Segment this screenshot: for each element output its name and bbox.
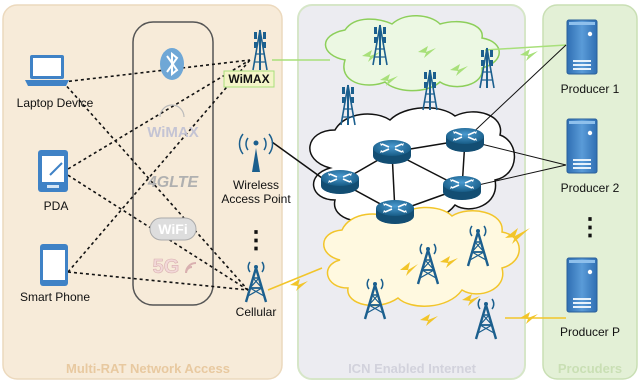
wap-label-line1: Wireless [233,178,279,192]
producerP-label: Producer P [560,325,620,339]
wireless-access-point-icon [238,133,274,172]
router-icon [442,175,482,201]
server-icon [566,118,598,174]
rat-pill [132,21,214,306]
wimax-logo: WiMAX [147,104,199,141]
smartphone-label: Smart Phone [20,290,90,304]
svg-text:WiFi: WiFi [158,221,187,237]
router-icon [375,199,415,225]
smartphone-icon [40,244,68,286]
pda-icon [38,150,68,192]
laptop-icon [25,55,69,86]
svg-text:4GLTE: 4GLTE [147,174,200,191]
producer2-link-b [464,164,567,189]
green-bolts [362,46,538,86]
fiveg-logo: 5G [152,256,197,278]
icn-section-title: ICN Enabled Internet [348,361,477,376]
wap-link [271,141,323,179]
router-icon [320,169,360,195]
producer1-link [464,44,567,141]
cellular-link [267,267,323,291]
producer1-green-link [484,44,567,51]
wimax-label-box [223,70,275,88]
server-icon [566,257,598,313]
lte-logo: 4GLTE [147,174,200,191]
cellular-label: Cellular [236,305,277,319]
cellular-cloud [323,206,520,307]
laptop-label: Laptop Device [17,96,94,110]
wap-label-line2: Access Point [221,192,291,206]
producer1-label: Producer 1 [561,82,620,96]
producers-section-title: Procuders [558,361,622,376]
access-section-title: Multi-RAT Network Access [66,361,230,376]
router-icon [445,127,485,153]
access-ellipsis: ⋮ [244,227,268,254]
pda-label: PDA [44,199,69,213]
producer2-label: Producer 2 [561,181,620,195]
yellow-bolts [290,228,538,326]
svg-text:5G: 5G [153,256,180,278]
wifi-logo: WiFi [149,217,197,241]
bluetooth-icon [160,48,184,80]
router-icon [372,139,412,165]
producer-ellipsis: ⋮ [578,214,602,241]
svg-text:WiMAX: WiMAX [147,124,199,141]
wimax-cloud [324,15,500,92]
wimax-tower-label: WiMAX [228,72,269,86]
server-icon [566,19,598,75]
